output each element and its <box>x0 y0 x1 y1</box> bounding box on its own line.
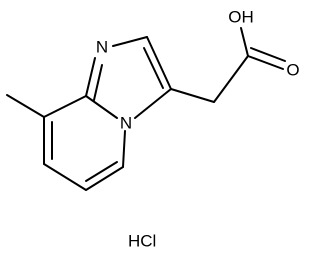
bond-c-o-double-b <box>250 47 286 62</box>
salt-label: HCl <box>128 232 156 251</box>
molecule-drawing: N N OH O HCl <box>6 8 300 251</box>
bond-c2-c3-inner <box>143 47 164 89</box>
bond-methyl <box>6 94 45 118</box>
bond-n1-c2 <box>112 36 148 47</box>
bond-lines <box>6 27 286 191</box>
bond-c6-c5-inner <box>85 161 118 182</box>
bond-c2-c3 <box>146 36 172 90</box>
bond-c3-n4 <box>134 88 172 119</box>
bond-c8a-n1-inner <box>93 64 103 101</box>
bond-c3-ch2 <box>170 88 215 103</box>
bond-c-oh <box>240 27 249 57</box>
bond-n4-c8a <box>85 95 118 119</box>
bond-c8a-n1 <box>85 57 96 97</box>
bond-c5-n4 <box>122 130 126 168</box>
bridgehead-nitrogen-label: N <box>120 114 132 133</box>
bond-c-o-double-a <box>247 55 284 70</box>
carbonyl-oxygen-label: O <box>286 61 299 80</box>
bond-ch2-cooh <box>213 55 249 103</box>
atom-labels: N N OH O <box>96 8 300 133</box>
bond-c8-c8a <box>43 95 87 118</box>
bond-c6-c5 <box>85 166 124 191</box>
bond-c7-c6 <box>43 163 87 191</box>
hydroxyl-label: OH <box>228 8 254 27</box>
imine-nitrogen-label: N <box>96 38 108 57</box>
